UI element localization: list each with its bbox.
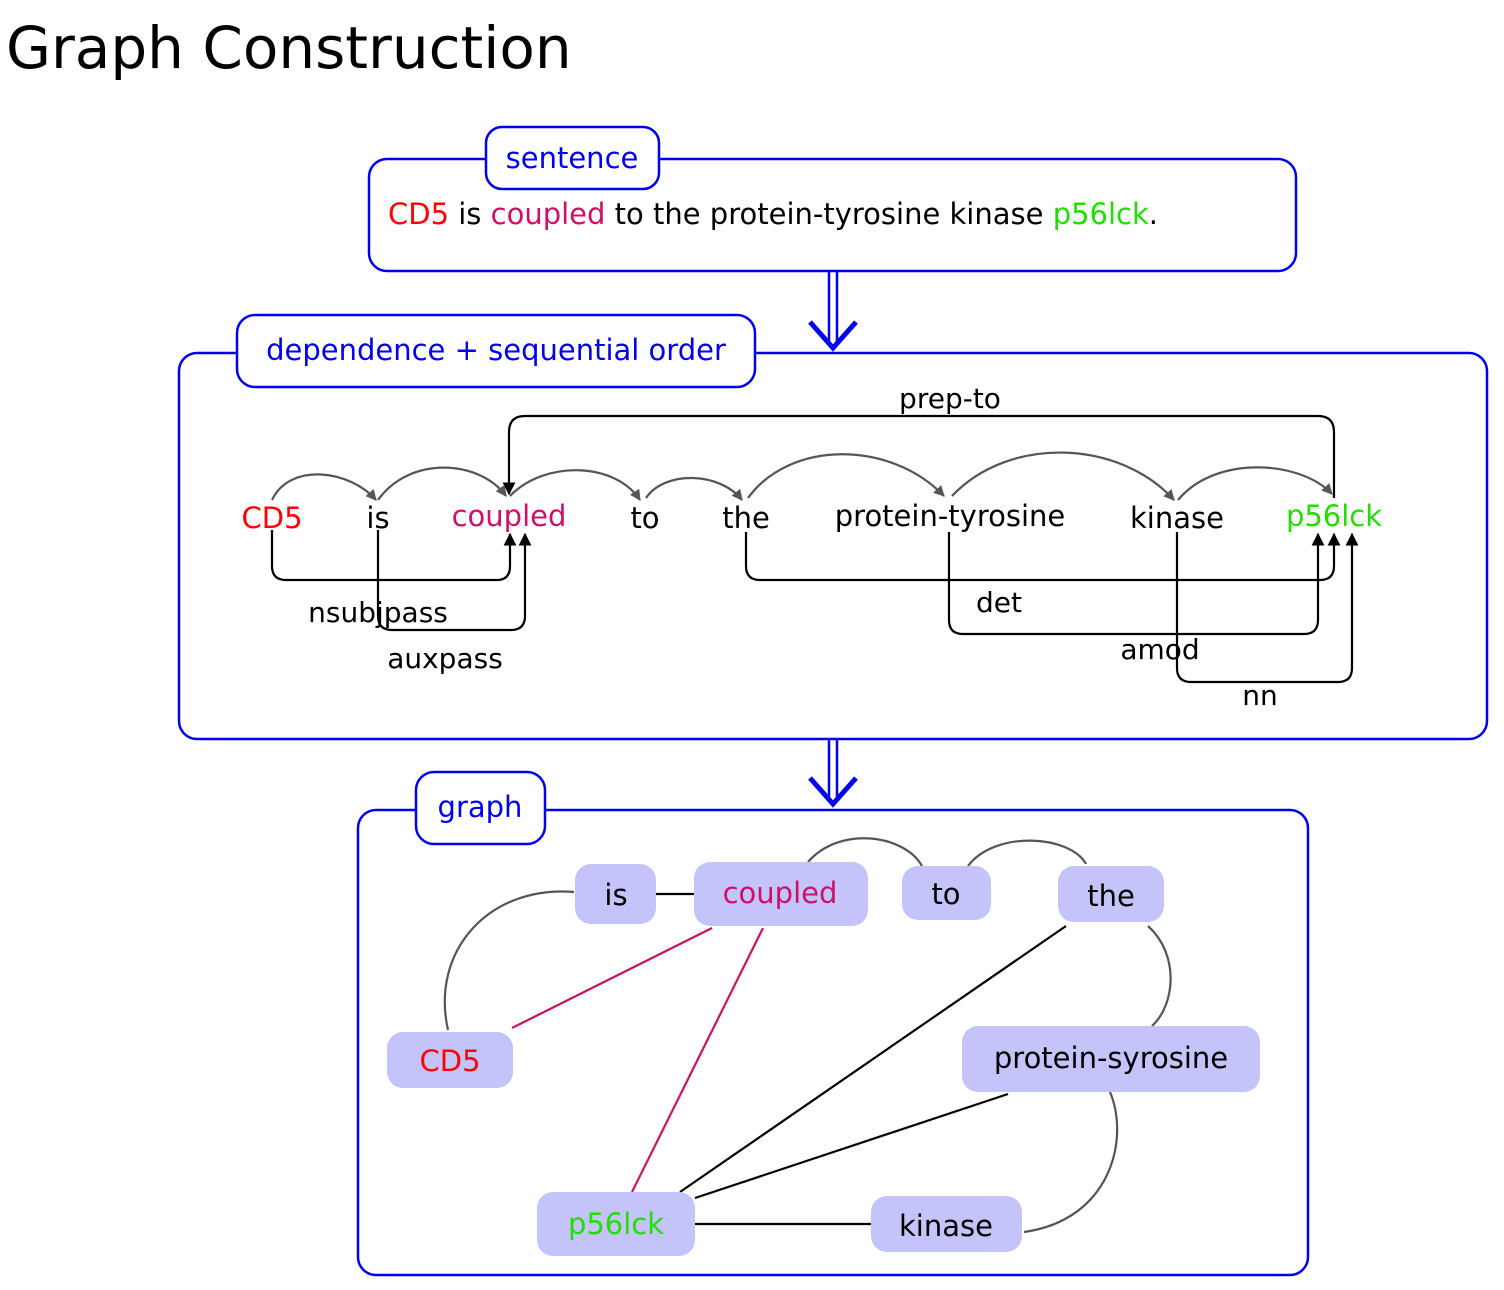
edge-coupled-cd5 bbox=[511, 927, 713, 1029]
edge-the-protein bbox=[1147, 925, 1172, 1027]
sequential-arcs bbox=[271, 451, 1333, 501]
sentence-panel: sentence CD5 is coupled to the protein-t… bbox=[367, 125, 1298, 273]
node-coupled: coupled bbox=[694, 862, 868, 926]
dependency-arcs bbox=[270, 414, 1359, 684]
seq-arc bbox=[747, 453, 945, 499]
edge-protein-p56lck bbox=[694, 1092, 1009, 1200]
dependency-tab-label: dependence + sequential order bbox=[266, 333, 726, 367]
sentence-token: to the protein-tyrosine kinase bbox=[605, 197, 1052, 231]
dependency-tab bbox=[235, 313, 757, 389]
node-is: is bbox=[575, 864, 656, 924]
edge-coupled-to bbox=[807, 837, 923, 867]
node-the: the bbox=[1058, 866, 1164, 922]
sentence-token: . bbox=[1149, 197, 1158, 231]
dep-arc-auxpass bbox=[376, 530, 532, 632]
sentence-token: is bbox=[449, 197, 491, 231]
page-title: Graph Construction bbox=[6, 14, 572, 82]
word-coupled: coupled bbox=[452, 499, 567, 533]
edge-coupled-p56lck bbox=[631, 927, 764, 1193]
word-kinase: kinase bbox=[1130, 501, 1224, 535]
graph-panel: graph is coupled bbox=[356, 770, 1310, 1277]
dep-label-det: det bbox=[976, 586, 1022, 619]
node-cd5: CD5 bbox=[387, 1032, 513, 1088]
node-label: p56lck bbox=[568, 1207, 664, 1241]
node-label: CD5 bbox=[419, 1044, 480, 1078]
graph-frame bbox=[356, 808, 1310, 1277]
sentence-tab bbox=[484, 125, 661, 191]
graph-nodes: is coupled to the CD5 protein-syrosine bbox=[387, 862, 1260, 1256]
dependency-words: CD5 is coupled to the protein-tyrosine k… bbox=[241, 499, 1382, 535]
edge-protein-kinase bbox=[1023, 1091, 1119, 1234]
edge-the-p56lck bbox=[679, 925, 1067, 1193]
dep-arc-prep-to bbox=[502, 414, 1336, 498]
dep-label-nn: nn bbox=[1242, 679, 1278, 712]
dep-arc-nn bbox=[1175, 532, 1359, 684]
node-protein-syrosine: protein-syrosine bbox=[962, 1026, 1260, 1092]
sentence-token: p56lck bbox=[1053, 197, 1149, 231]
graph-tab-label: graph bbox=[438, 790, 523, 824]
node-label: coupled bbox=[723, 876, 838, 910]
node-label: protein-syrosine bbox=[994, 1041, 1228, 1075]
edge-cd5-is bbox=[443, 890, 575, 1031]
seq-arc bbox=[1177, 466, 1333, 501]
word-to: to bbox=[630, 501, 659, 535]
sentence-tab-label: sentence bbox=[506, 141, 639, 175]
node-label: the bbox=[1087, 879, 1135, 913]
word-is: is bbox=[366, 501, 389, 535]
node-label: is bbox=[604, 878, 627, 912]
word-protein-tyrosine: protein-tyrosine bbox=[835, 499, 1066, 533]
dep-arc-nsubjpass bbox=[270, 530, 517, 582]
seq-arc bbox=[645, 476, 743, 501]
node-to: to bbox=[902, 866, 991, 920]
sentence-token: CD5 bbox=[388, 197, 449, 231]
dep-arc-amod bbox=[947, 532, 1325, 636]
node-label: to bbox=[931, 877, 960, 911]
dependency-frame bbox=[177, 351, 1489, 741]
graph-edges bbox=[443, 837, 1172, 1234]
dep-label-nsubjpass: nsubjpass bbox=[308, 596, 448, 629]
graph-tab bbox=[414, 770, 547, 846]
down-arrow-1 bbox=[808, 272, 858, 352]
node-label: kinase bbox=[899, 1209, 993, 1243]
edge-to-the bbox=[967, 839, 1087, 867]
word-p56lck: p56lck bbox=[1286, 499, 1382, 533]
word-cd5: CD5 bbox=[241, 501, 302, 535]
dep-label-prep-to: prep-to bbox=[899, 382, 1001, 415]
dep-label-auxpass: auxpass bbox=[387, 642, 503, 675]
seq-arc bbox=[509, 469, 641, 501]
node-p56lck: p56lck bbox=[537, 1192, 695, 1256]
sentence-token: coupled bbox=[491, 197, 606, 231]
dependency-labels: prep-to nsubjpass auxpass det amod nn bbox=[308, 382, 1278, 712]
seq-arc bbox=[377, 466, 507, 501]
word-the: the bbox=[722, 501, 770, 535]
seq-arc bbox=[951, 451, 1175, 501]
down-arrow-2 bbox=[808, 740, 858, 808]
seq-arc bbox=[271, 473, 377, 501]
dependency-panel: dependence + sequential order CD5 is cou… bbox=[177, 313, 1489, 741]
node-kinase: kinase bbox=[871, 1196, 1022, 1252]
dep-label-amod: amod bbox=[1120, 633, 1199, 666]
sentence-text: CD5 is coupled to the protein-tyrosine k… bbox=[388, 197, 1158, 231]
dep-arc-det bbox=[744, 532, 1341, 582]
